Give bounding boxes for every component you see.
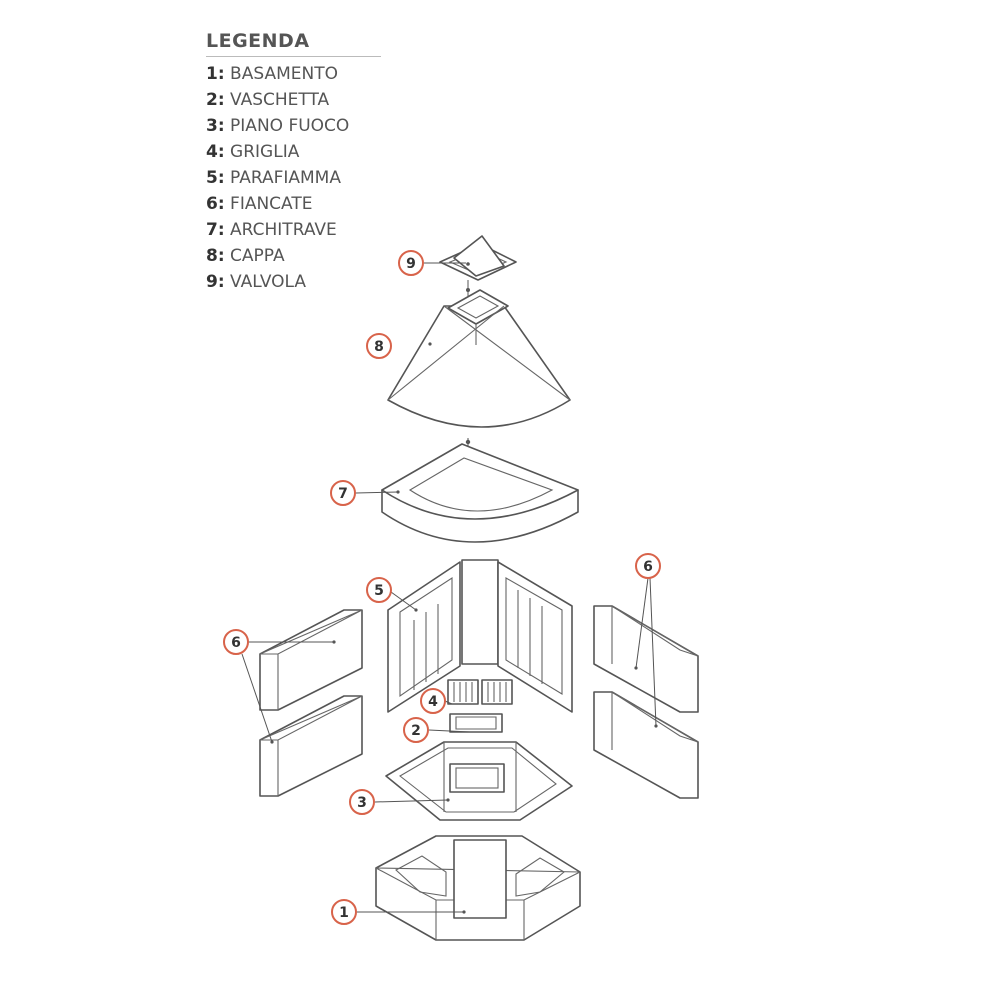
part-architrave xyxy=(381,443,579,543)
legend-item-parafiamma: 5: PARAFIAMMA xyxy=(206,165,381,191)
legend-label: FIANCATE xyxy=(230,194,313,214)
svg-text:1: 1 xyxy=(339,905,349,921)
legend-number: 5: xyxy=(206,168,225,188)
callout-1: 1 xyxy=(331,899,357,925)
svg-text:5: 5 xyxy=(374,583,384,599)
callout-5: 5 xyxy=(366,577,392,603)
part-basamento xyxy=(375,835,581,941)
svg-text:6: 6 xyxy=(231,635,241,651)
svg-text:7: 7 xyxy=(338,486,348,502)
legend-number: 2: xyxy=(206,90,225,110)
svg-text:9: 9 xyxy=(406,256,416,272)
legend-number: 4: xyxy=(206,142,225,162)
svg-text:8: 8 xyxy=(374,339,384,355)
legend-label: BASAMENTO xyxy=(230,64,338,84)
legend-item-piano-fuoco: 3: PIANO FUOCO xyxy=(206,113,381,139)
legend-title: LEGENDA xyxy=(206,30,381,57)
svg-text:2: 2 xyxy=(411,723,421,739)
legend-item-fiancate: 6: FIANCATE xyxy=(206,191,381,217)
part-fiancata-right-upper xyxy=(593,605,699,713)
part-cappa xyxy=(387,289,571,428)
legend-item-vaschetta: 2: VASCHETTA xyxy=(206,87,381,113)
legend-number: 3: xyxy=(206,116,225,136)
callout-2: 2 xyxy=(403,717,429,743)
part-fiancata-left-upper xyxy=(259,609,363,711)
svg-text:3: 3 xyxy=(357,795,367,811)
legend-number: 1: xyxy=(206,64,225,84)
legend-number: 7: xyxy=(206,220,225,240)
legend: LEGENDA 1: BASAMENTO 2: VASCHETTA 3: PIA… xyxy=(206,30,381,295)
svg-text:6: 6 xyxy=(643,559,653,575)
legend-label: ARCHITRAVE xyxy=(230,220,337,240)
legend-item-architrave: 7: ARCHITRAVE xyxy=(206,217,381,243)
legend-label: VALVOLA xyxy=(230,272,307,292)
callout-7: 7 xyxy=(330,480,356,506)
legend-label: CAPPA xyxy=(230,246,285,266)
legend-item-griglia: 4: GRIGLIA xyxy=(206,139,381,165)
callout-8: 8 xyxy=(366,333,392,359)
part-parafiamma xyxy=(387,559,573,713)
legend-label: GRIGLIA xyxy=(230,142,300,162)
legend-number: 8: xyxy=(206,246,225,266)
part-fiancata-right-lower xyxy=(593,691,699,799)
part-valvola xyxy=(439,235,517,281)
legend-label: PIANO FUOCO xyxy=(230,116,350,136)
legend-item-valvola: 9: VALVOLA xyxy=(206,269,381,295)
legend-label: PARAFIAMMA xyxy=(230,168,341,188)
legend-label: VASCHETTA xyxy=(230,90,330,110)
legend-number: 9: xyxy=(206,272,225,292)
callout-4: 4 xyxy=(420,688,446,714)
svg-text:4: 4 xyxy=(428,694,438,710)
callout-9: 9 xyxy=(398,250,424,276)
callout-6-right: 6 xyxy=(635,553,661,579)
legend-item-cappa: 8: CAPPA xyxy=(206,243,381,269)
part-vaschetta xyxy=(449,713,503,733)
part-piano-fuoco xyxy=(385,741,573,821)
callout-6-left: 6 xyxy=(223,629,249,655)
callout-3: 3 xyxy=(349,789,375,815)
leader-lines xyxy=(241,262,657,913)
legend-item-basamento: 1: BASAMENTO xyxy=(206,61,381,87)
part-griglia xyxy=(447,679,513,705)
legend-number: 6: xyxy=(206,194,225,214)
part-fiancata-left-lower xyxy=(259,695,363,797)
